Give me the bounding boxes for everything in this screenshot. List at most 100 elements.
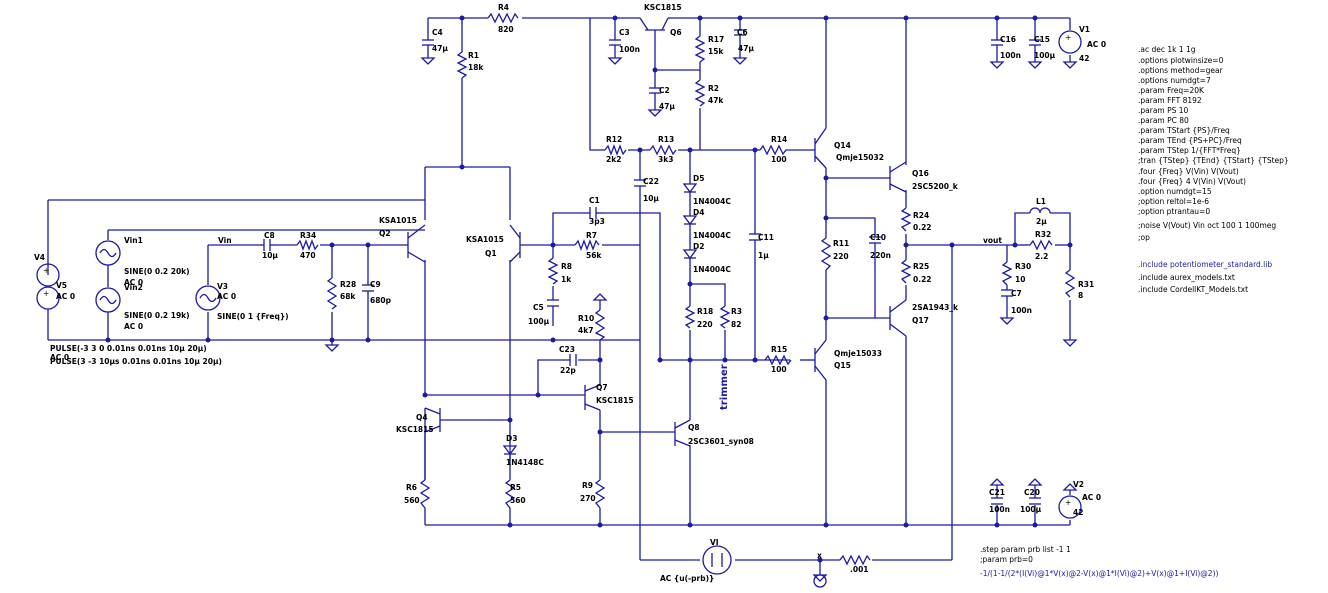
diode-D5 (682, 178, 698, 196)
resistor-R31 (1064, 269, 1076, 298)
transistor-Q1 (509, 224, 521, 263)
source-V3 (195, 285, 221, 311)
label-C8: C8 (264, 231, 275, 240)
label-R7: R7 (586, 231, 597, 240)
value-R4: 820 (498, 25, 514, 34)
label-R1: R1 (468, 51, 479, 60)
directive-line: ;tran {TStep} {TEnd} {TStart} {TStep} (1138, 156, 1289, 165)
label-R5: R5 (510, 483, 521, 492)
capacitor-C2 (647, 87, 663, 117)
transistor-Q7 (584, 384, 601, 411)
label-C10: C10 (870, 233, 886, 242)
directive-line: .param Freq=20K (1138, 86, 1205, 95)
label-R6: R6 (406, 483, 417, 492)
transistor-Q14 (814, 127, 827, 169)
label-C16: C16 (1000, 35, 1016, 44)
value-R11: 220 (833, 252, 849, 261)
label-R10: R10 (578, 314, 594, 323)
resistor-Rprobe (839, 554, 871, 566)
value-R31: 8 (1078, 291, 1083, 300)
transistor-Q4 (424, 407, 441, 480)
value-C21: 100n (989, 505, 1010, 514)
source-V4: + (36, 263, 60, 287)
source-V2: + (1058, 495, 1082, 519)
transistor-Q17 (889, 299, 907, 337)
value-R17: 15k (708, 47, 724, 56)
directive-line: .four {Freq} V(Vin) V(Vout) (1138, 167, 1239, 176)
value-C23: 22p (560, 366, 576, 375)
source-V1: + (1058, 30, 1082, 54)
value-R34: 470 (300, 251, 316, 260)
label-Q16: Q16 (912, 169, 929, 178)
label-Q14: Q14 (834, 141, 851, 150)
capacitor-C7 (999, 289, 1015, 325)
diode-D3 (502, 445, 518, 460)
measurement-formula: -1/(1-1/(2*(I(Vi)@1*V(x)@2-V(x)@1*I(Vi)@… (980, 569, 1219, 578)
directive-line: .ac dec 1k 1 1g (1138, 45, 1196, 54)
label-C1: C1 (589, 196, 600, 205)
value-R10: 4k7 (578, 326, 593, 335)
transistor-Q2 (407, 224, 426, 263)
label-R28: R28 (340, 280, 356, 289)
extra-Vin2: AC 0 (124, 322, 143, 331)
value-C22: 10µ (643, 194, 659, 203)
label-R15: R15 (771, 345, 787, 354)
value-V2: AC 0 (1082, 493, 1101, 502)
extra-V2: 42 (1073, 508, 1083, 517)
label-C23: C23 (559, 345, 575, 354)
resistor-R28 (326, 277, 338, 310)
net-labels: Vin vout x (218, 236, 1002, 560)
label-C21: C21 (989, 488, 1005, 497)
resistor-R1 (456, 51, 468, 79)
value-R30: 10 (1015, 275, 1025, 284)
value-R32: 2.2 (1035, 252, 1048, 261)
source-Vin2 (95, 287, 121, 330)
source-V5: + (36, 286, 60, 318)
label-D5: D5 (693, 174, 704, 183)
capacitor-C11 (749, 233, 761, 256)
diode-D4 (682, 212, 698, 230)
value-R25: 0.22 (913, 275, 932, 284)
capacitor-C1 (582, 207, 604, 219)
label-R14: R14 (771, 135, 787, 144)
value-R2: 47k (708, 96, 724, 105)
label-R18: R18 (697, 307, 713, 316)
model-Q1: KSA1015 (466, 235, 504, 244)
model-Q15: Qmje15033 (834, 349, 882, 358)
directive-line: .param PC 80 (1138, 116, 1189, 125)
capacitor-C16 (989, 39, 1005, 69)
label-Vin2: Vin2 (124, 283, 143, 292)
directive-line: .options numdgt=7 (1138, 76, 1211, 85)
component-labels: R4 820 R1 18k C4 47µ KSC1815 Q6 C3 100n … (34, 3, 1106, 583)
inductor-L1 (1029, 207, 1051, 214)
value-V3: AC 0 (217, 292, 236, 301)
label-R3: R3 (731, 307, 742, 316)
resistor-R18 (684, 305, 696, 329)
model-Q14: Qmje15032 (836, 153, 884, 162)
resistor-R12 (604, 144, 627, 156)
label-Q6: KSC1815 (644, 3, 682, 12)
value-R5: 560 (510, 496, 526, 505)
label-R9: R9 (582, 481, 593, 490)
label-C20: C20 (1024, 488, 1040, 497)
value-R6: 560 (404, 496, 420, 505)
value-C10: 220n (870, 251, 891, 260)
value-C16: 100n (1000, 51, 1021, 60)
model-D2: 1N4004C (693, 265, 731, 274)
label-R25: R25 (913, 262, 929, 271)
label-V2: V2 (1073, 480, 1084, 489)
resistor-R32 (1029, 239, 1053, 251)
spice-directives: .ac dec 1k 1 1g .options plotwinsize=0 .… (1138, 45, 1289, 242)
value-R28: 68k (340, 292, 356, 301)
label-C5: C5 (533, 303, 544, 312)
label-R32: R32 (1035, 230, 1051, 239)
label-Q17: Q17 (912, 316, 929, 325)
resistor-R24 (900, 207, 912, 232)
model-D5: 1N4004C (693, 197, 731, 206)
source-VI (702, 545, 732, 575)
label-Q7: Q7 (596, 383, 608, 392)
label-Q4: Q4 (416, 413, 428, 422)
value-R12: 2k2 (606, 155, 621, 164)
label-C11: C11 (758, 233, 774, 242)
net-label-vin: Vin (218, 236, 232, 245)
